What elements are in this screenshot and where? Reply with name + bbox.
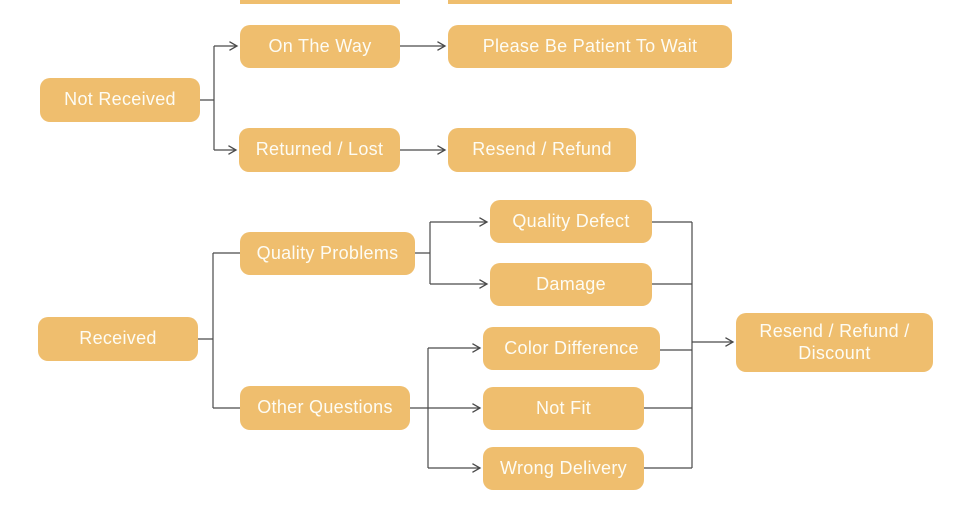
- edge-not-received-trunk: [200, 46, 215, 150]
- node-resend-refund: Resend / Refund: [448, 128, 636, 172]
- node-not-received: Not Received: [40, 78, 200, 122]
- node-resend-refund-discount: Resend / Refund / Discount: [736, 313, 933, 372]
- top-cropped-shape-right: [448, 0, 732, 4]
- edge-convergence-junction: [644, 221, 693, 469]
- node-returned-lost: Returned / Lost: [239, 128, 400, 172]
- node-quality-defect: Quality Defect: [490, 200, 652, 243]
- top-cropped-shape-left: [240, 0, 400, 4]
- node-not-fit: Not Fit: [483, 387, 644, 430]
- node-damage: Damage: [490, 263, 652, 306]
- node-other-questions: Other Questions: [240, 386, 410, 430]
- node-quality-problems: Quality Problems: [240, 232, 415, 275]
- edge-quality-problems-trunk: [415, 222, 431, 284]
- edge-received-trunk: [198, 253, 214, 408]
- node-wrong-delivery: Wrong Delivery: [483, 447, 644, 490]
- node-on-the-way: On The Way: [240, 25, 400, 68]
- node-received: Received: [38, 317, 198, 361]
- edge-other-questions-trunk: [410, 348, 429, 468]
- node-color-difference: Color Difference: [483, 327, 660, 370]
- node-please-be-patient-to-wait: Please Be Patient To Wait: [448, 25, 732, 68]
